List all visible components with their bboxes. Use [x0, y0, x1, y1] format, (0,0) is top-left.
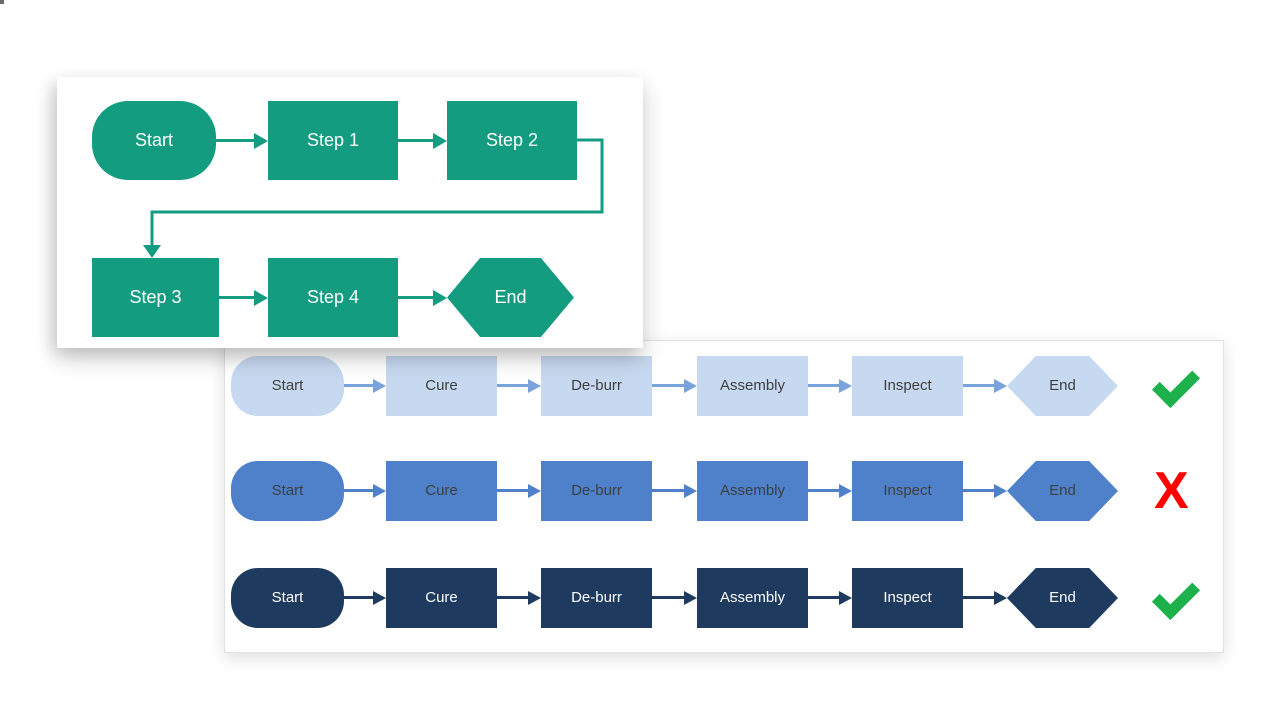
node-end: End: [447, 258, 574, 337]
arrow-connector: [652, 489, 684, 492]
arrow-connector: [344, 384, 373, 387]
arrow-connector: [963, 596, 994, 599]
node-end: End: [1007, 356, 1118, 416]
arrow-connector: [808, 489, 839, 492]
node-step1: Step 1: [268, 101, 398, 180]
node-end: End: [1007, 461, 1118, 521]
arrow-connector: [216, 139, 254, 142]
node-step2: Step 2: [447, 101, 577, 180]
arrow-connector: [652, 384, 684, 387]
flow-row-medium: Start Cure De-burr Assembly Inspect End …: [225, 461, 1223, 521]
node-deburr: De-burr: [541, 356, 652, 416]
arrow-connector: [808, 596, 839, 599]
status-fail-icon: X: [1154, 462, 1189, 520]
node-inspect: Inspect: [852, 356, 963, 416]
node-cure: Cure: [386, 356, 497, 416]
arrow-connector: [497, 489, 528, 492]
node-cure: Cure: [386, 461, 497, 521]
arrow-connector: [497, 384, 528, 387]
arrow-connector: [344, 596, 373, 599]
arrow-connector: [652, 596, 684, 599]
example-flowchart-card: Start Step 1 Step 2 Step 3 Step 4 End: [57, 77, 643, 348]
node-cure: Cure: [386, 568, 497, 628]
arrow-connector: [497, 596, 528, 599]
status-pass-icon: [1145, 571, 1207, 625]
node-inspect: Inspect: [852, 568, 963, 628]
flow-row-light: Start Cure De-burr Assembly Inspect End: [225, 356, 1223, 416]
node-start: Start: [231, 356, 344, 416]
node-assembly: Assembly: [697, 356, 808, 416]
arrow-connector: [963, 489, 994, 492]
node-step4: Step 4: [268, 258, 398, 337]
node-deburr: De-burr: [541, 461, 652, 521]
arrow-connector: [398, 139, 433, 142]
comparison-panel-card: Start Cure De-burr Assembly Inspect End …: [224, 340, 1224, 653]
flow-row-dark: Start Cure De-burr Assembly Inspect End: [225, 568, 1223, 628]
node-start: Start: [231, 568, 344, 628]
status-pass-icon: [1145, 359, 1207, 413]
node-assembly: Assembly: [697, 568, 808, 628]
arrow-connector: [219, 296, 254, 299]
arrow-connector: [808, 384, 839, 387]
node-assembly: Assembly: [697, 461, 808, 521]
node-inspect: Inspect: [852, 461, 963, 521]
node-deburr: De-burr: [541, 568, 652, 628]
node-step3: Step 3: [92, 258, 219, 337]
screen-corner-artifact: [0, 0, 4, 4]
arrow-connector: [344, 489, 373, 492]
node-end: End: [1007, 568, 1118, 628]
node-start: Start: [92, 101, 216, 180]
arrow-connector: [398, 296, 433, 299]
arrow-connector: [963, 384, 994, 387]
node-start: Start: [231, 461, 344, 521]
